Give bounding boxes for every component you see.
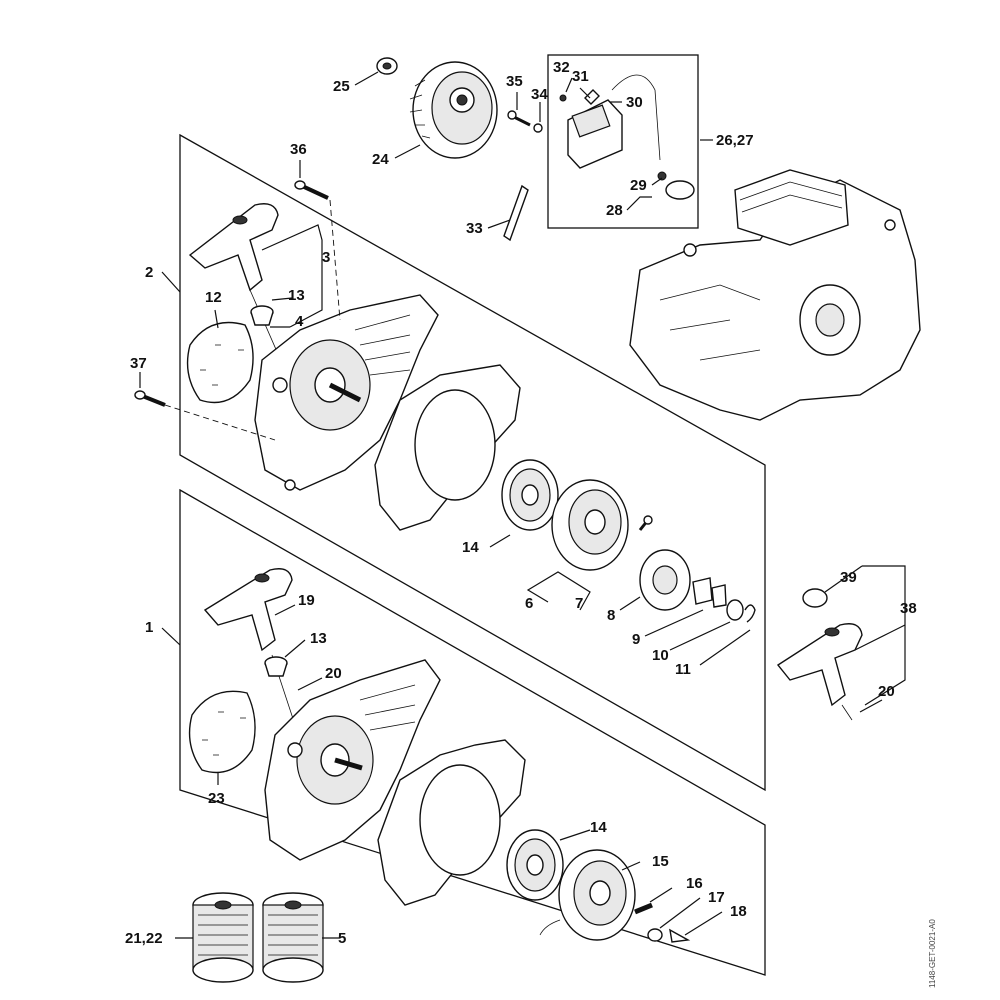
callout-35: 35 bbox=[506, 73, 523, 90]
callout-34: 34 bbox=[531, 86, 548, 103]
callout-6: 6 bbox=[525, 595, 533, 612]
callout-25: 25 bbox=[333, 78, 350, 95]
washer-17 bbox=[647, 928, 663, 942]
screw-37 bbox=[134, 390, 166, 407]
callout-9: 9 bbox=[632, 631, 640, 648]
callout-37: 37 bbox=[130, 355, 147, 372]
callout-24: 24 bbox=[372, 151, 389, 168]
fan-housing-1 bbox=[264, 659, 441, 861]
callout-12: 12 bbox=[205, 289, 222, 306]
drawing-reference: 1148-GET-0021-A0 bbox=[928, 919, 937, 988]
callout-36: 36 bbox=[290, 141, 307, 158]
ignition-module bbox=[559, 74, 695, 200]
guide-plate bbox=[374, 364, 521, 531]
callout-2: 2 bbox=[145, 264, 153, 281]
fan-nut bbox=[376, 57, 398, 75]
carrier-8 bbox=[639, 549, 691, 611]
guide-plate-lower bbox=[377, 739, 526, 906]
callout-18: 18 bbox=[730, 903, 747, 920]
callout-39: 39 bbox=[840, 569, 857, 586]
rope-guide-bush-13 bbox=[250, 305, 274, 326]
callout-26-27: 26,27 bbox=[716, 132, 754, 149]
screw-36 bbox=[294, 180, 329, 200]
callout-14-lower: 14 bbox=[590, 819, 607, 836]
callout-17: 17 bbox=[708, 889, 725, 906]
callout-15: 15 bbox=[652, 853, 669, 870]
leader-lines bbox=[139, 71, 906, 939]
callout-14-upper: 14 bbox=[462, 539, 479, 556]
contact-spring-33 bbox=[503, 184, 529, 242]
callout-29: 29 bbox=[630, 177, 647, 194]
rope-rotor-15 bbox=[539, 849, 636, 941]
callout-21-22: 21,22 bbox=[125, 930, 163, 947]
callout-4: 4 bbox=[295, 313, 304, 330]
starter-rope-spool-5 bbox=[262, 892, 324, 983]
spring-clip-18 bbox=[669, 928, 691, 943]
callout-16: 16 bbox=[686, 875, 703, 892]
callout-20-lower: 20 bbox=[325, 665, 342, 682]
callout-8: 8 bbox=[607, 607, 615, 624]
fan-housing-2 bbox=[254, 294, 439, 491]
callout-20-right: 20 bbox=[878, 683, 895, 700]
upper-assembly-frame bbox=[179, 133, 766, 792]
insert-39 bbox=[802, 588, 828, 608]
lower-assembly-frame bbox=[179, 488, 766, 976]
rope-guide-bush-13-lower bbox=[264, 656, 288, 677]
callout-38: 38 bbox=[900, 600, 917, 617]
rope-sheet-23 bbox=[188, 690, 256, 774]
rope-sheet-12 bbox=[186, 321, 254, 404]
callout-13-lower: 13 bbox=[310, 630, 327, 647]
callout-23: 23 bbox=[208, 790, 225, 807]
fan-wheel bbox=[409, 61, 498, 159]
callout-30: 30 bbox=[626, 94, 643, 111]
callout-7: 7 bbox=[575, 595, 583, 612]
starter-grip-38 bbox=[776, 623, 863, 721]
callout-1: 1 bbox=[145, 619, 153, 636]
callout-19: 19 bbox=[298, 592, 315, 609]
rewind-spring-14-upper bbox=[501, 459, 559, 531]
callout-33: 33 bbox=[466, 220, 483, 237]
starter-rope-spool-21-22 bbox=[192, 892, 254, 983]
spring-clip-11 bbox=[744, 604, 756, 623]
ignition-module-box bbox=[547, 54, 699, 229]
rewind-spring-14-lower bbox=[506, 829, 564, 901]
callout-10: 10 bbox=[652, 647, 669, 664]
starter-grip-3 bbox=[188, 203, 286, 371]
callout-28: 28 bbox=[606, 202, 623, 219]
pawl-9 bbox=[692, 577, 727, 608]
washer-34 bbox=[533, 123, 543, 133]
screw-35 bbox=[507, 110, 531, 127]
screw-7 bbox=[638, 515, 653, 531]
engine-crankcase bbox=[629, 169, 921, 421]
pin-16 bbox=[634, 902, 653, 915]
callout-3: 3 bbox=[322, 249, 330, 266]
callout-11: 11 bbox=[675, 661, 691, 678]
callout-13-upper: 13 bbox=[288, 287, 305, 304]
callout-31: 31 bbox=[572, 68, 589, 85]
callout-5: 5 bbox=[338, 930, 346, 947]
spring-10 bbox=[726, 599, 744, 621]
callout-32: 32 bbox=[553, 59, 570, 76]
rope-rotor-6-7 bbox=[551, 479, 629, 571]
screw-36-path bbox=[329, 199, 341, 321]
